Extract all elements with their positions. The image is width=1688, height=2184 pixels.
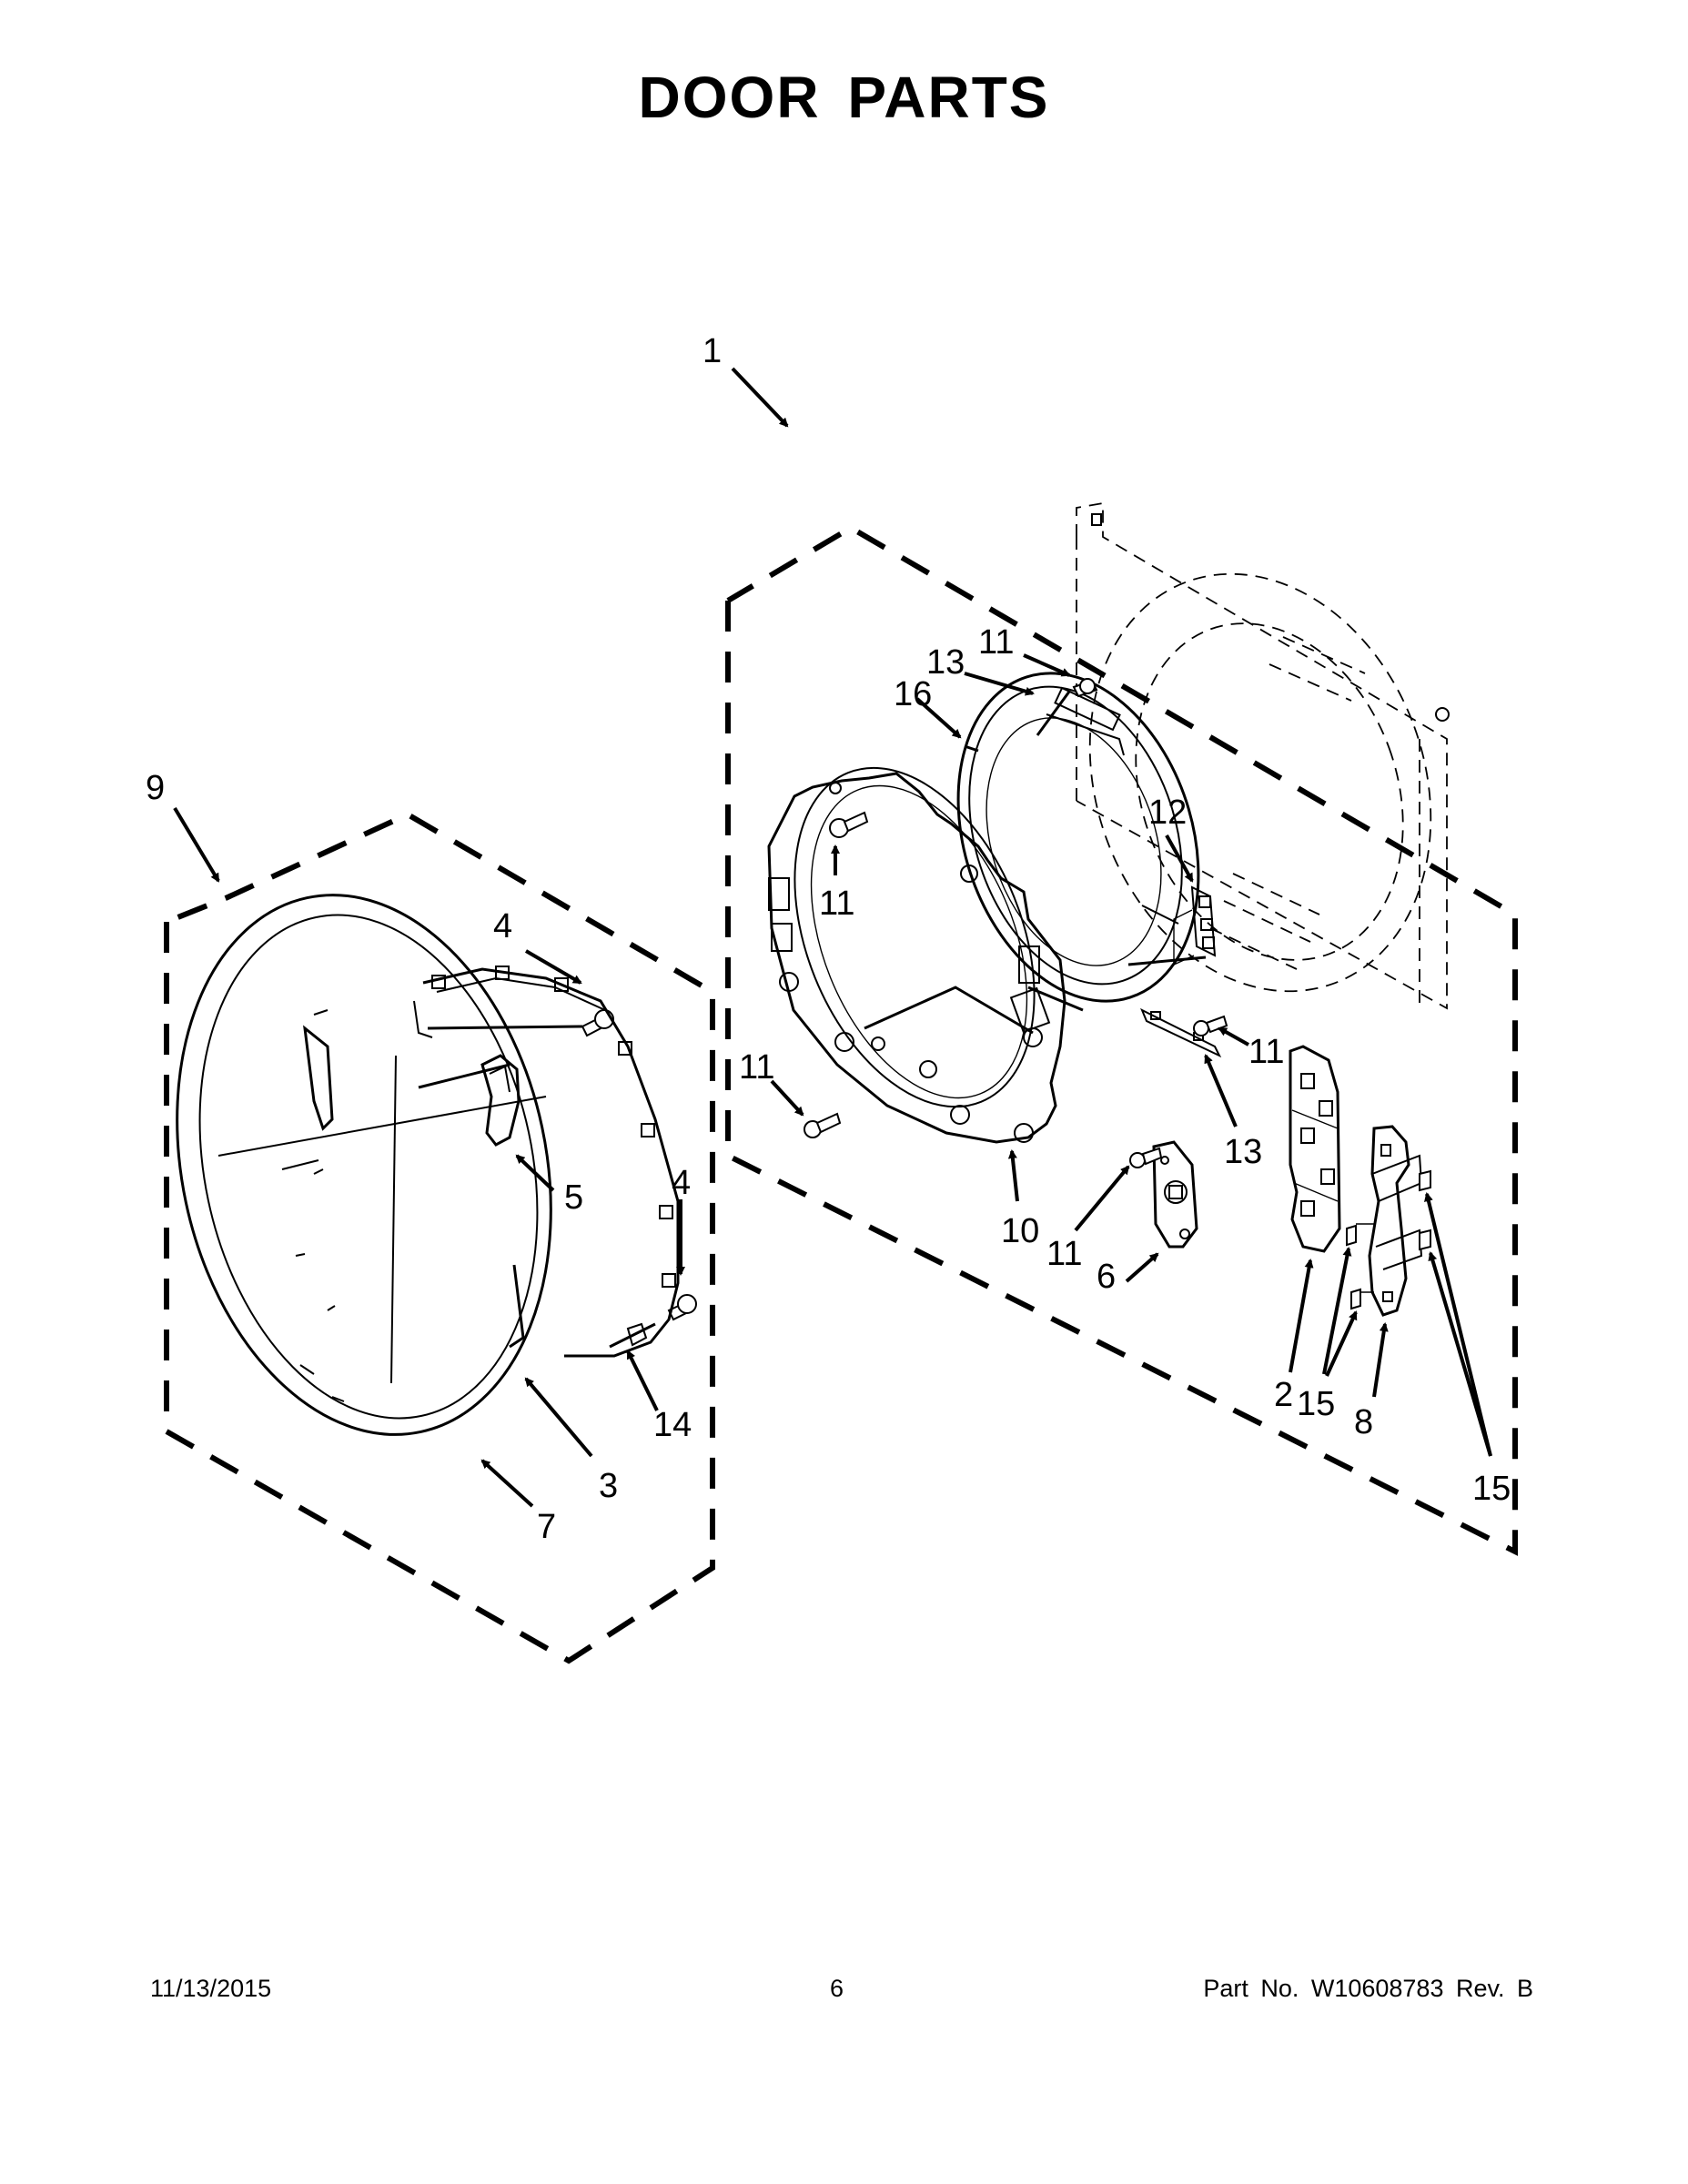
- callout-4-top: 4: [493, 907, 512, 945]
- callout-11-left: 11: [739, 1048, 774, 1087]
- callout-12: 12: [1148, 794, 1187, 832]
- callout-8: 8: [1354, 1403, 1373, 1441]
- footer-part-number: Part No. W10608783 Rev. B: [1203, 1975, 1533, 2002]
- group-box-outer-door: [164, 811, 715, 1664]
- cabinet-front-panel: [1076, 501, 1450, 1010]
- hinge-cover-part-6: [1152, 1140, 1198, 1249]
- callout-10: 10: [1001, 1212, 1039, 1250]
- callout-13-lower: 13: [1224, 1133, 1262, 1171]
- footer-date: 11/13/2015: [150, 1975, 272, 2002]
- callout-15-left: 15: [1297, 1385, 1335, 1423]
- callout-11-right: 11: [1248, 1033, 1284, 1071]
- screws: [581, 678, 1228, 1321]
- alignment-lines: [418, 691, 1207, 1349]
- callout-3: 3: [599, 1467, 618, 1505]
- callout-11-cover: 11: [1046, 1235, 1082, 1273]
- callout-16: 16: [894, 675, 932, 713]
- callout-labels: 1 9 4 4 5 14 3 7 11 13 16 11 12 11 11 13…: [146, 332, 1511, 1546]
- hinge-pins-part-15: [1346, 1169, 1431, 1310]
- inner-door-ring-part-10: [767, 766, 1084, 1144]
- outer-door-part-7: [176, 894, 552, 1436]
- screw-11-top: [1072, 678, 1098, 698]
- callout-4-side: 4: [672, 1164, 691, 1202]
- callout-1: 1: [702, 332, 722, 370]
- callout-7: 7: [537, 1508, 556, 1546]
- page-title: DOOR PARTS: [638, 65, 1050, 130]
- hinge-bracket-part-2: [1289, 1045, 1341, 1253]
- leader-arrows: [173, 367, 1492, 1508]
- callout-6: 6: [1097, 1258, 1116, 1296]
- hinge-part-8: [1368, 1125, 1423, 1317]
- callout-5: 5: [564, 1178, 583, 1217]
- callout-14: 14: [653, 1406, 692, 1444]
- callout-15-right: 15: [1472, 1470, 1511, 1508]
- callout-11-mid: 11: [819, 885, 854, 923]
- screw-11-right: [1193, 1015, 1228, 1036]
- screw-4-side: [667, 1294, 697, 1321]
- inner-door-window-part-1: [956, 672, 1200, 1003]
- group-box-inner-door: [725, 524, 1518, 1556]
- door-frame-part-3: [413, 966, 680, 1358]
- callout-13-top: 13: [926, 643, 965, 682]
- callout-9: 9: [146, 769, 165, 807]
- callout-2: 2: [1274, 1376, 1293, 1414]
- footer-page-number: 6: [830, 1975, 844, 2002]
- screw-11-mid: [829, 811, 869, 838]
- screw-11-cover: [1129, 1147, 1163, 1168]
- callout-11-top: 11: [978, 623, 1014, 662]
- screw-11-left: [804, 1112, 842, 1138]
